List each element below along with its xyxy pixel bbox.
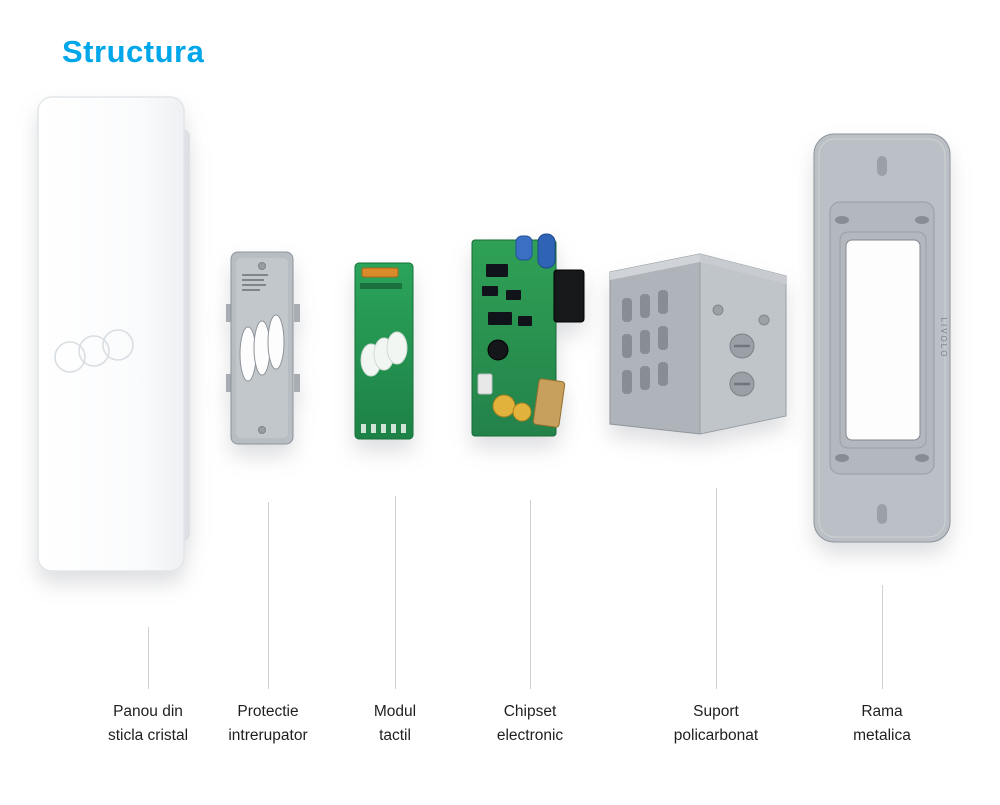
switch-protection-illustration bbox=[224, 246, 302, 451]
printed-text-lines bbox=[242, 274, 268, 291]
side-tab bbox=[226, 374, 232, 392]
electronic-chipset-icon bbox=[471, 233, 585, 437]
capacitor-blue bbox=[537, 233, 556, 269]
mount-hole bbox=[712, 304, 724, 316]
screw-hole bbox=[258, 426, 266, 434]
glass-panel-illustration bbox=[36, 95, 196, 573]
touch-pads bbox=[360, 331, 408, 377]
touch-module-illustration bbox=[346, 258, 422, 444]
screw-terminals bbox=[729, 333, 755, 397]
side-tab bbox=[294, 374, 300, 392]
label-line: intrerupator bbox=[228, 727, 308, 744]
touch-module-icon bbox=[354, 262, 414, 440]
brass-terminal bbox=[532, 378, 566, 428]
label-electronic-chipset: Chipset electronic bbox=[440, 700, 620, 748]
screw-hole bbox=[258, 262, 266, 270]
label-line: metalica bbox=[853, 727, 911, 744]
ic-strip bbox=[360, 283, 402, 289]
label-glass-panel: Panou din sticla cristal bbox=[58, 700, 238, 748]
page-title: Structura bbox=[62, 34, 205, 69]
relay-black bbox=[553, 269, 585, 323]
connector-line-polycarbonate-support bbox=[716, 488, 717, 689]
label-switch-protection: Protectie intrerupator bbox=[178, 700, 358, 748]
label-line: Protectie bbox=[237, 703, 299, 720]
label-line: sticla cristal bbox=[107, 727, 189, 744]
connector-line-metal-frame bbox=[882, 585, 883, 689]
support-top-bevel bbox=[700, 254, 786, 284]
capacitor-yellow bbox=[492, 394, 516, 418]
side-tab bbox=[226, 304, 232, 322]
corner-slots bbox=[835, 216, 929, 462]
electronic-chipset-illustration bbox=[448, 228, 596, 450]
frame-highlight bbox=[818, 138, 946, 538]
top-slot bbox=[877, 156, 887, 176]
label-line: Rama bbox=[861, 703, 903, 720]
brand-marking: LIVOLO bbox=[939, 318, 948, 359]
label-metal-frame: Rama metalica bbox=[792, 700, 972, 748]
label-touch-module: Modul tactil bbox=[305, 700, 485, 748]
frame-opening bbox=[845, 239, 921, 441]
polycarbonate-support-illustration bbox=[600, 228, 796, 456]
connector-strip bbox=[361, 267, 399, 278]
support-top-bevel bbox=[610, 254, 700, 280]
side-tab bbox=[294, 304, 300, 322]
metal-frame-illustration: LIVOLO bbox=[810, 128, 960, 552]
label-line: Modul bbox=[373, 703, 417, 720]
switch-protection-icon bbox=[226, 251, 300, 445]
frame-inner-step bbox=[839, 231, 927, 449]
white-connector bbox=[477, 373, 493, 395]
capacitor-yellow bbox=[512, 402, 532, 422]
label-line: policarbonat bbox=[673, 727, 759, 744]
label-polycarbonate-support: Suport policarbonat bbox=[626, 700, 806, 748]
panel-front-face bbox=[37, 96, 185, 572]
bottom-slot bbox=[877, 504, 887, 524]
label-line: tactil bbox=[379, 727, 411, 744]
connector-line-switch-protection bbox=[268, 502, 269, 689]
label-line: electronic bbox=[496, 727, 564, 744]
touch-circles bbox=[54, 329, 134, 373]
touch-cutouts bbox=[239, 314, 285, 382]
ic-chips bbox=[482, 264, 532, 326]
mount-hole bbox=[758, 314, 770, 326]
solder-pads bbox=[361, 424, 406, 433]
label-line: Panou din bbox=[113, 703, 183, 720]
label-line: Suport bbox=[693, 703, 739, 720]
connector-line-touch-module bbox=[395, 496, 396, 689]
connector-line-glass-panel bbox=[148, 627, 149, 689]
label-line: Chipset bbox=[503, 703, 557, 720]
round-component bbox=[487, 339, 509, 361]
connector-line-electronic-chipset bbox=[530, 500, 531, 689]
glass-panel-icon bbox=[37, 96, 190, 572]
inductor-blue bbox=[515, 235, 533, 261]
support-slots bbox=[622, 290, 668, 394]
metal-frame-icon: LIVOLO bbox=[813, 133, 951, 543]
polycarbonate-support-icon bbox=[609, 253, 787, 435]
